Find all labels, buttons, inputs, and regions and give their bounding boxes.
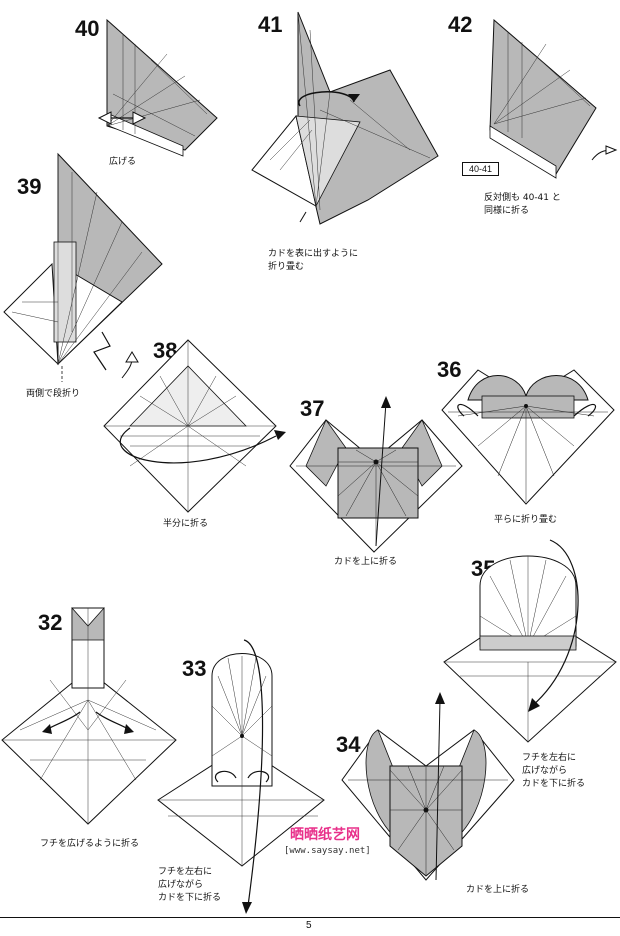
step-40-diagram [95, 14, 225, 174]
step-42-reference-box: 40-41 [462, 162, 499, 176]
step-41-diagram [250, 10, 440, 220]
step-34-caption: カドを上に折る [466, 884, 529, 897]
step-33-caption: フチを左右に 広げながら カドを下に折る [158, 866, 221, 905]
step-42-diagram [486, 14, 606, 184]
step-36-diagram [438, 356, 618, 516]
step-42-number: 42 [448, 12, 472, 38]
step-41-caption: カドを表に出すように 折り畳む [268, 248, 358, 274]
watermark-logo: 晒晒纸艺网 [290, 824, 360, 844]
step-38-diagram [100, 336, 290, 516]
step-35-caption: フチを左右に 広げながら カドを下に折る [522, 752, 585, 791]
step-39-caption: 両側で段折り [26, 388, 80, 401]
watermark-url: [www.saysay.net] [284, 846, 371, 856]
step-34-diagram [338, 690, 518, 886]
footer-divider [0, 917, 620, 918]
step-42-caption: 反対側も 40-41 と 同様に折る [484, 192, 561, 218]
page-number: 5 [306, 920, 312, 931]
step-36-caption: 平らに折り畳む [494, 514, 557, 527]
step-38-caption: 半分に折る [163, 518, 208, 531]
step-37-caption: カドを上に折る [334, 556, 397, 569]
step-32-caption: フチを広げるように折る [40, 838, 139, 851]
